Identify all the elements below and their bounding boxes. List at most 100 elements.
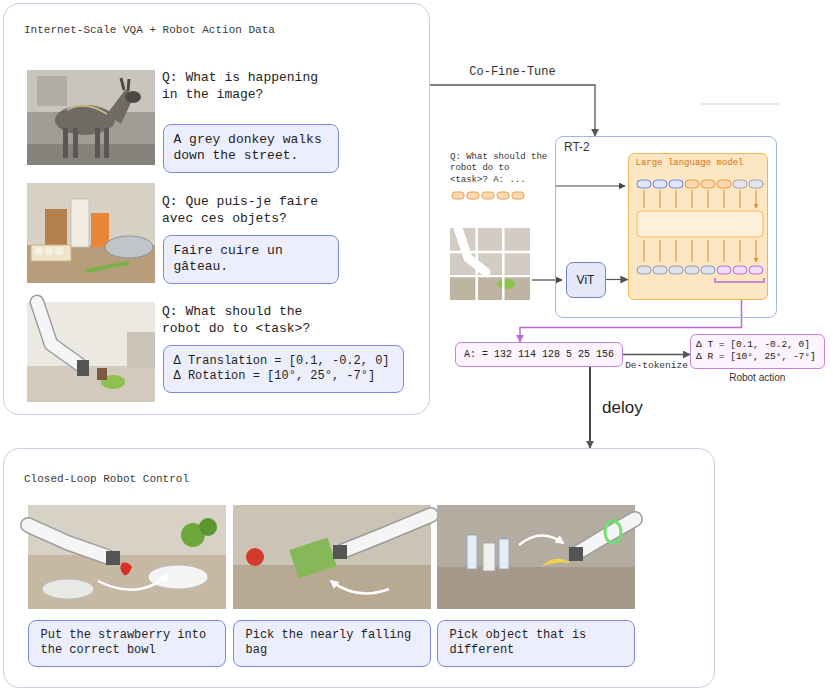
kitchen-photo-part	[31, 245, 71, 261]
output-token-row-part	[669, 266, 683, 274]
strawberry-photo-part	[120, 563, 132, 576]
token-flow-arrows-part	[644, 190, 756, 208]
output-token-row-part	[733, 266, 747, 274]
connector-label: De-tokenize	[623, 360, 690, 371]
donkey-photo-part	[121, 78, 129, 91]
different-object-photo-part	[499, 539, 509, 569]
different-object-photo-part	[577, 519, 635, 553]
action-box-frame: Δ T = [0.1, -0.2, 0] Δ R = [10°, 25°, -7…	[690, 334, 825, 369]
box-text: Δ Translation = [0.1, -0.2, 0] Δ Rotatio…	[174, 354, 394, 385]
text-slot: deloy	[600, 398, 645, 418]
kitchen-photo-part	[45, 247, 53, 255]
robot-photo-part	[127, 332, 155, 368]
encoder-box: ViT	[566, 262, 606, 298]
question-tokens-part	[482, 192, 494, 199]
input-arrow-part	[555, 185, 625, 186]
image-patch-grid-part	[458, 228, 486, 272]
kitchen-photo	[27, 183, 155, 283]
input-token-row	[637, 180, 763, 188]
divider-line	[700, 104, 780, 105]
input-token-row-part	[685, 180, 699, 188]
donkey-photo-part	[104, 128, 109, 158]
output-token-row-part	[701, 266, 715, 274]
strawberry-photo-part	[199, 518, 217, 536]
lm-box: Large language model	[628, 153, 768, 300]
language-model-internals	[629, 154, 766, 298]
box-text: Large language model	[629, 154, 767, 172]
input-token-row-part	[749, 180, 763, 188]
question-tokens-part	[452, 192, 464, 199]
bag-photo-part	[246, 548, 264, 566]
strawberry-photo-part	[28, 525, 108, 557]
different-object-photo	[437, 505, 635, 609]
box-text: Faire cuire un gâteau.	[174, 243, 328, 276]
answer-box: A grey donkey walks down the street.	[163, 124, 339, 173]
strawberry-photo-part	[28, 555, 226, 609]
caption-box: Pick object that is different	[437, 620, 635, 667]
prompt-label: Q: What should the robot do to <task>? A…	[450, 152, 551, 186]
strawberry-photo-part	[42, 579, 94, 599]
box-text: Put the strawberry into the correct bowl	[41, 628, 213, 659]
connector-label: Co-Fine-Tune	[467, 65, 557, 79]
text-slot: Q: What should the robot do to <task>?	[162, 304, 334, 337]
kitchen-photo-part	[55, 247, 63, 255]
box-text: A: = 132 114 128 5 25 156	[464, 348, 614, 361]
panel-heading: Internet-Scale VQA + Robot Action Data	[24, 24, 275, 36]
kitchen-photo-part	[105, 236, 153, 258]
output-token-row-part	[715, 278, 764, 282]
donkey-photo	[27, 70, 155, 165]
kitchen-photo-part	[91, 213, 109, 247]
donkey-photo-part	[95, 128, 100, 158]
token-box: A: = 132 114 128 5 25 156	[455, 342, 623, 367]
bag-photo-part	[233, 505, 431, 609]
box-caption: Robot action	[690, 372, 825, 383]
bag-photo-part	[343, 515, 431, 551]
connector-arrow	[606, 279, 628, 280]
strawberry-photo-part	[28, 525, 108, 557]
image-patch-grid-part	[450, 228, 530, 300]
connector-arrow	[623, 354, 690, 355]
caption-box: Put the strawberry into the correct bowl	[28, 620, 226, 667]
donkey-photo-part	[63, 128, 68, 158]
panel-heading: Closed-Loop Robot Control	[24, 473, 189, 485]
bag-photo-part	[289, 538, 336, 579]
output-token-row-part	[653, 266, 667, 274]
input-token-row-part	[653, 180, 667, 188]
text-slot: De-tokenize	[623, 360, 690, 371]
robot-photo-part	[27, 366, 155, 402]
image-patch-grid	[450, 228, 530, 300]
robot-photo-part	[37, 302, 79, 364]
different-object-photo-part	[483, 543, 495, 571]
donkey-photo-part	[125, 91, 141, 103]
bag-photo	[233, 505, 431, 609]
question-text: Q: Que puis-je faire avec ces objets?	[162, 194, 334, 227]
question-tokens	[452, 192, 524, 199]
robot-photo-part	[37, 302, 79, 364]
image-patch-grid-part	[450, 228, 530, 300]
input-token-row-part	[717, 180, 731, 188]
different-object-photo-part	[569, 547, 583, 561]
strawberry-photo-part	[28, 505, 226, 609]
different-object-photo-part	[605, 521, 621, 543]
token-flow-arrows-part	[644, 240, 756, 262]
question-text: Q: What should the robot do to <task>?	[162, 304, 334, 337]
box-text: Δ T = [0.1, -0.2, 0] Δ R = [10°, 25°, -7…	[696, 339, 819, 364]
bag-photo-part	[233, 565, 431, 609]
text-slot: Co-Fine-Tune	[467, 65, 557, 79]
question-tokens-part	[512, 192, 524, 199]
data-panel: Internet-Scale VQA + Robot Action DataQ:…	[3, 3, 430, 415]
strawberry-photo-part	[98, 575, 168, 590]
text-slot: Internet-Scale VQA + Robot Action Data	[24, 24, 275, 36]
different-object-photo-part	[437, 505, 635, 609]
robot-photo-part	[27, 302, 155, 402]
different-object-photo-part	[541, 559, 571, 567]
strawberry-photo	[28, 505, 226, 609]
strawberry-photo-part	[106, 551, 120, 565]
model-box: RT-2 Large language modelViT	[555, 136, 777, 318]
action-answer-box: Δ Translation = [0.1, -0.2, 0] Δ Rotatio…	[163, 345, 405, 394]
donkey-photo-part	[73, 128, 78, 158]
donkey-photo-part	[27, 70, 155, 165]
output-token-row-part	[637, 266, 651, 274]
kitchen-photo-part	[87, 263, 127, 271]
box-text: Pick the nearly falling bag	[246, 628, 418, 659]
